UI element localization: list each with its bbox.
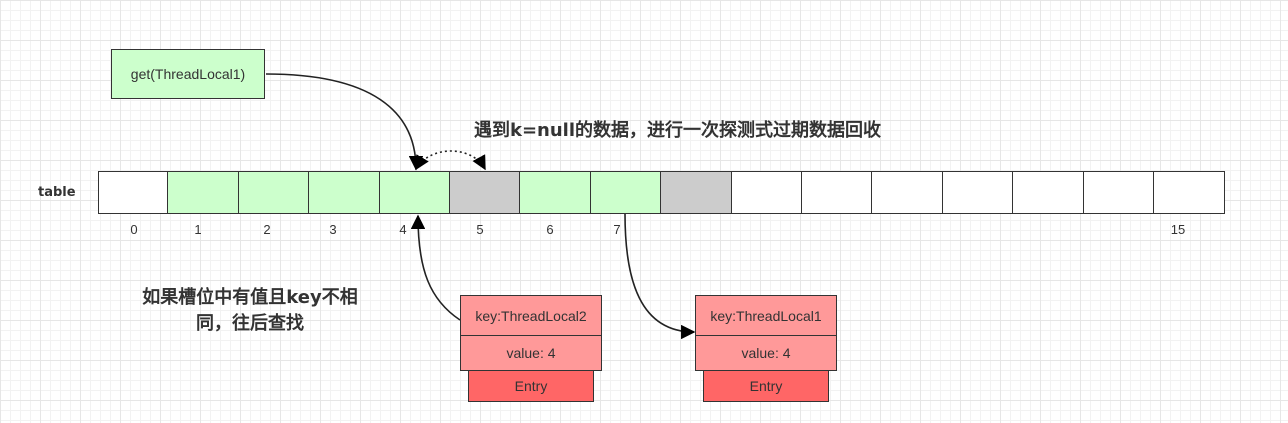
table-slot-14 (1082, 171, 1155, 214)
get-threadlocal1-label: get(ThreadLocal1) (130, 66, 246, 82)
entry-title: Entry (749, 377, 783, 394)
entry-key-cell: key:ThreadLocal2 (460, 295, 602, 336)
entry-threadlocal1: key:ThreadLocal1 value: 4 Entry (695, 295, 837, 402)
index-label: 5 (476, 222, 484, 237)
table-slot-4 (378, 171, 451, 214)
get-threadlocal1-box: get(ThreadLocal1) (111, 49, 265, 99)
table-slot-7 (589, 171, 662, 214)
table-slot-1 (167, 171, 240, 214)
arrow-get-to-slot4 (265, 73, 424, 171)
table-slot-3 (308, 171, 381, 214)
index-label: 0 (130, 222, 138, 237)
index-label: 4 (399, 222, 407, 237)
index-label: 6 (546, 222, 554, 237)
entry-threadlocal2: key:ThreadLocal2 value: 4 Entry (460, 295, 602, 402)
arrow-entry2-to-slot4 (410, 214, 461, 321)
index-label: 15 (1170, 222, 1186, 237)
arrow-probe-4-to-5 (415, 150, 486, 171)
table-slot-11 (871, 171, 944, 214)
arrow-slot7-to-entry1 (624, 213, 696, 340)
table-slot-9 (730, 171, 803, 214)
table-slot-6 (519, 171, 592, 214)
index-label: 2 (263, 222, 271, 237)
table-slot-12 (941, 171, 1014, 214)
index-label: 3 (329, 222, 337, 237)
index-label: 7 (613, 222, 621, 237)
entry-value: value: 4 (741, 344, 791, 361)
entry-title: Entry (514, 377, 548, 394)
table-slot-15 (1153, 171, 1225, 214)
table-slot-8 (660, 171, 733, 214)
entry-value: value: 4 (506, 344, 556, 361)
index-label: 1 (194, 222, 202, 237)
entry-key: key:ThreadLocal2 (475, 307, 587, 324)
entry-title-cell: Entry (468, 369, 594, 402)
entry-key-cell: key:ThreadLocal1 (695, 295, 837, 336)
entry-title-cell: Entry (703, 369, 829, 402)
probe-cleanup-note: 遇到k=null的数据，进行一次探测式过期数据回收 (474, 120, 882, 141)
table-label: table (38, 185, 76, 200)
table-slot-10 (801, 171, 873, 214)
table-slot-2 (237, 171, 310, 214)
table-slot-0 (98, 171, 169, 214)
table-slot-5 (449, 171, 521, 214)
table-slot-13 (1012, 171, 1085, 214)
entry-value-cell: value: 4 (460, 334, 602, 371)
probe-forward-note: 如果槽位中有值且key不相 同，往后查找 (142, 287, 358, 334)
entry-key: key:ThreadLocal1 (710, 307, 822, 324)
entry-value-cell: value: 4 (695, 334, 837, 371)
